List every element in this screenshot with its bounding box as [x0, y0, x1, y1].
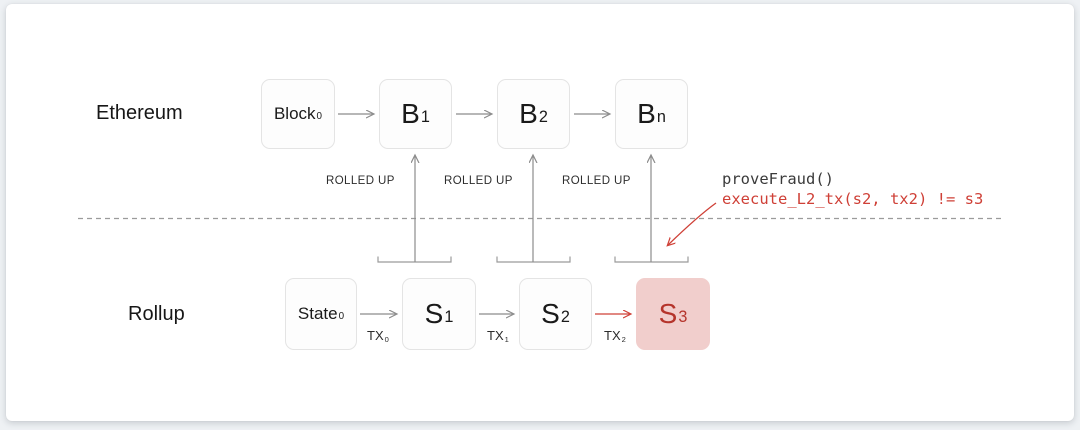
tx1-label: TX1	[487, 328, 509, 344]
node-state0-label: State	[297, 304, 338, 323]
rolled-up-label-3: ROLLED UP	[562, 175, 631, 187]
node-bn-sub: n	[656, 108, 666, 127]
tx0-sub: 0	[384, 334, 389, 344]
node-state0-sub: 0	[338, 310, 345, 322]
execute-l2-tx-code-line: execute_L2_tx(s2, tx2) != s3	[722, 190, 984, 208]
tx2-main: TX	[604, 328, 621, 343]
node-s1-label: S	[424, 298, 444, 329]
node-block0-label: Block	[273, 104, 316, 123]
tx0-label: TX0	[367, 328, 389, 344]
node-s3-label: S	[658, 298, 678, 329]
tx0-main: TX	[367, 328, 384, 343]
tx1-main: TX	[487, 328, 504, 343]
rolled-up-label-1: ROLLED UP	[326, 175, 395, 187]
node-bn-label: B	[637, 98, 656, 129]
ethereum-row-label: Ethereum	[96, 102, 183, 124]
prove-fraud-code-line: proveFraud()	[722, 170, 834, 188]
node-b1-sub: 1	[420, 108, 430, 127]
node-block0-sub: 0	[316, 110, 323, 122]
tx2-label: TX2	[604, 328, 626, 344]
rollup-row-label: Rollup	[128, 303, 185, 325]
node-s1-sub: 1	[444, 308, 454, 327]
diagram-card	[6, 4, 1074, 421]
node-s2-label: S	[541, 298, 560, 329]
node-s3-sub: 3	[678, 308, 688, 327]
tx2-sub: 2	[621, 334, 626, 344]
node-b2-label: B	[519, 98, 538, 129]
rolled-up-label-2: ROLLED UP	[444, 175, 513, 187]
node-s2-sub: 2	[560, 308, 570, 327]
tx1-sub: 1	[504, 334, 509, 344]
node-b2-sub: 2	[538, 108, 548, 127]
node-b1-label: B	[401, 98, 420, 129]
